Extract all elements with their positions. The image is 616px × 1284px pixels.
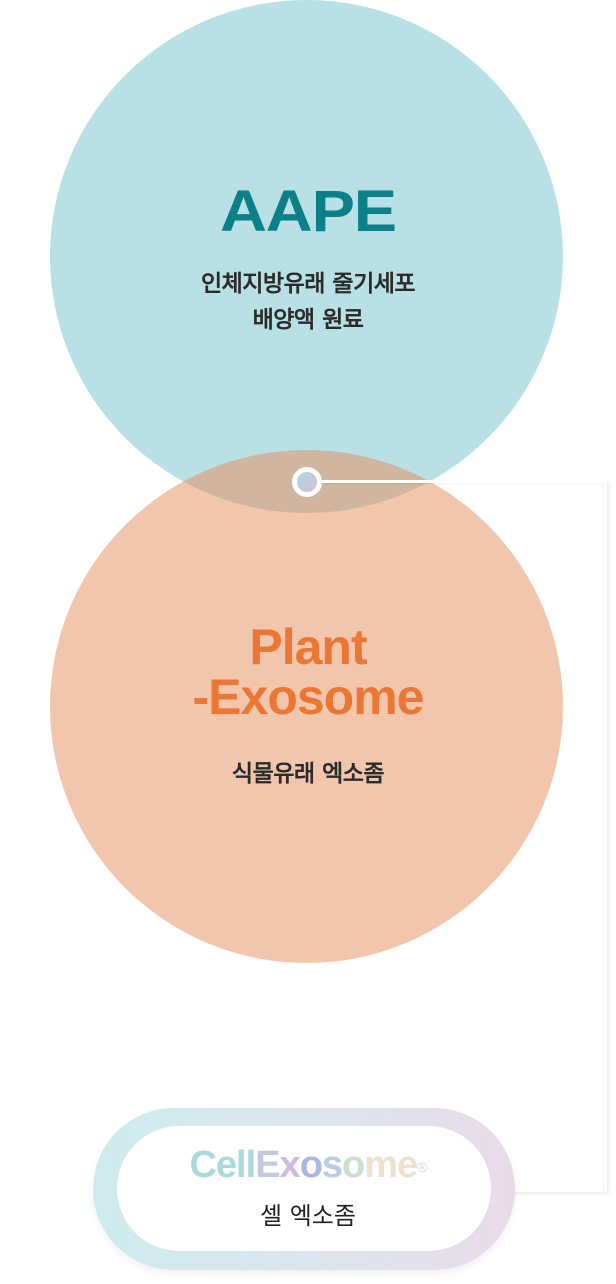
aape-subtitle-line2: 배양액 원료 <box>252 307 364 333</box>
registered-mark-icon: ® <box>417 1159 427 1175</box>
connector-dot-icon <box>292 467 322 497</box>
cellexosome-logo: CellExosome® <box>0 1143 616 1187</box>
logo-part-s: s <box>321 1144 343 1186</box>
plant-title-line2: -Exosome <box>192 669 425 725</box>
cellexosome-pill <box>117 1126 491 1251</box>
plant-exosome-circle <box>50 450 563 963</box>
plant-title-line1: Plant <box>249 619 367 675</box>
logo-part-cell: Cell <box>189 1144 256 1186</box>
plant-exosome-title: Plant -Exosome <box>0 622 616 722</box>
cellexosome-subtitle: 셀 엑소좀 <box>260 1202 356 1230</box>
connector-line <box>320 480 607 1192</box>
plant-exosome-subtitle: 식물유래 엑소좀 <box>231 761 385 787</box>
logo-part-me: me <box>364 1144 418 1186</box>
aape-title: AAPE <box>219 179 397 244</box>
logo-part-x: x <box>279 1144 301 1186</box>
logo-part-o1: o <box>299 1144 323 1186</box>
aape-subtitle-line1: 인체지방유래 줄기세포 <box>200 271 416 297</box>
aape-circle <box>50 0 563 513</box>
logo-part-o2: o <box>342 1144 365 1186</box>
aape-subtitle: 인체지방유래 줄기세포 배양액 원료 <box>0 266 616 338</box>
logo-part-e: E <box>255 1144 280 1186</box>
